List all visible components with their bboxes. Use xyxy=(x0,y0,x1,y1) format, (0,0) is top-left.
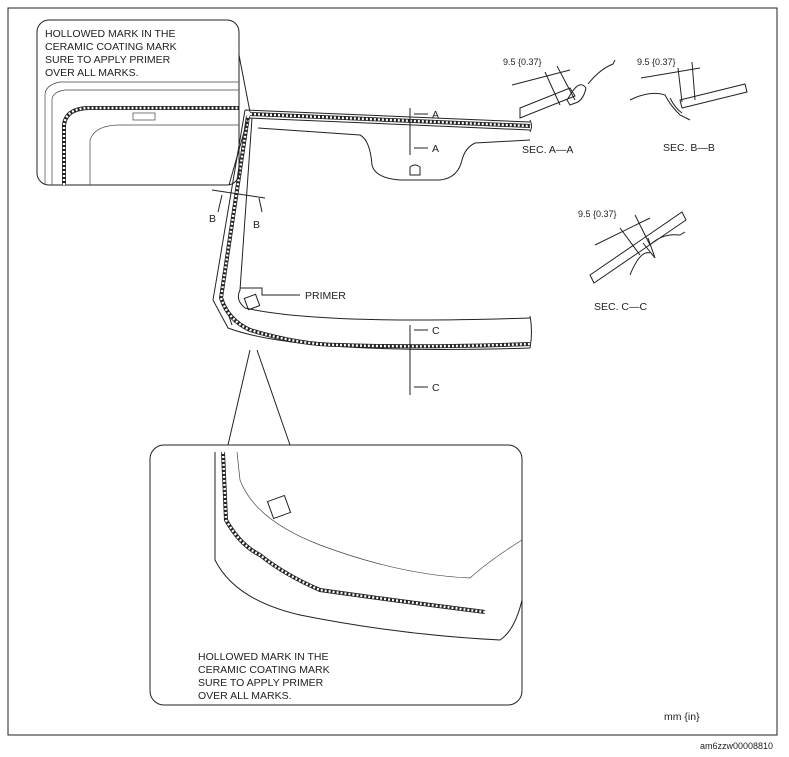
diagram-line xyxy=(227,349,291,446)
marker-b-right: B xyxy=(253,219,260,231)
marker-a-bottom: A xyxy=(432,143,439,155)
diagram-line xyxy=(212,109,531,350)
diagram-label: OVER ALL MARKS. xyxy=(45,67,139,79)
windshield-outline xyxy=(212,109,532,350)
diagram-line xyxy=(44,81,239,185)
diagram-label: SURE TO APPLY PRIMER xyxy=(198,677,324,689)
section-c-title: SEC. C—C xyxy=(594,301,648,313)
diagram-line xyxy=(511,65,576,106)
dimension-b: 9.5 {0.37} xyxy=(637,57,676,67)
primer-label: PRIMER xyxy=(305,290,346,302)
diagram-label: SURE TO APPLY PRIMER xyxy=(45,54,171,66)
diagram-line xyxy=(529,119,532,349)
diagram-line xyxy=(243,293,261,311)
figure-id: am6zzw00008810 xyxy=(700,741,773,751)
diagram-label: CERAMIC COATING MARK xyxy=(198,664,330,676)
section-a-a: 9.5 {0.37} SEC. A—A xyxy=(503,57,616,156)
diagram-line xyxy=(519,59,616,119)
diagram-line xyxy=(211,189,266,213)
marker-b-left: B xyxy=(209,213,216,225)
diagram-line xyxy=(266,494,292,520)
diagram-label: HOLLOWED MARK IN THE xyxy=(45,28,176,40)
diagram-line xyxy=(221,451,486,614)
marker-c-bottom: C xyxy=(432,382,440,394)
figure-frame xyxy=(7,7,778,736)
diagram-line xyxy=(219,115,531,348)
diagram-line xyxy=(640,61,701,103)
marker-c-top: C xyxy=(432,325,440,337)
diagram-line xyxy=(36,19,240,186)
diagram-line xyxy=(409,108,428,155)
diagram-line xyxy=(149,444,523,706)
diagram-line xyxy=(409,164,421,176)
diagram-line xyxy=(629,83,748,121)
marker-a-top: A xyxy=(432,109,439,121)
diagram-line xyxy=(221,451,486,614)
diagram-line xyxy=(228,54,251,186)
units-label: mm {in} xyxy=(664,711,700,723)
section-b-b: 9.5 {0.37} SEC. B—B xyxy=(629,57,748,154)
diagram-label: HOLLOWED MARK IN THE xyxy=(198,651,329,663)
diagram-line xyxy=(594,214,651,256)
callout-top-left: HOLLOWED MARK IN THE CERAMIC COATING MAR… xyxy=(36,19,251,186)
diagram-label: CERAMIC COATING MARK xyxy=(45,41,177,53)
section-b-title: SEC. B—B xyxy=(663,142,715,154)
section-c-c: 9.5 {0.37} SEC. C—C xyxy=(578,209,687,313)
diagram-line xyxy=(62,106,239,185)
diagram-label: OVER ALL MARKS. xyxy=(198,690,292,702)
diagram-line xyxy=(89,124,239,185)
callout-bottom: HOLLOWED MARK IN THE CERAMIC COATING MAR… xyxy=(149,349,523,706)
section-a-title: SEC. A—A xyxy=(522,144,573,156)
diagram-line xyxy=(132,112,156,121)
dimension-c: 9.5 {0.37} xyxy=(578,209,617,219)
diagram-line xyxy=(409,325,428,395)
dimension-a: 9.5 {0.37} xyxy=(503,57,542,67)
diagram-line xyxy=(589,211,687,284)
diagram-line xyxy=(249,112,531,128)
diagram-line xyxy=(257,127,531,181)
section-markers: A A B B C C PRIMER xyxy=(209,108,440,395)
diagram-line xyxy=(237,117,531,321)
diagram-line xyxy=(236,451,523,579)
diagram-line xyxy=(214,452,523,641)
diagram-line xyxy=(240,287,300,296)
